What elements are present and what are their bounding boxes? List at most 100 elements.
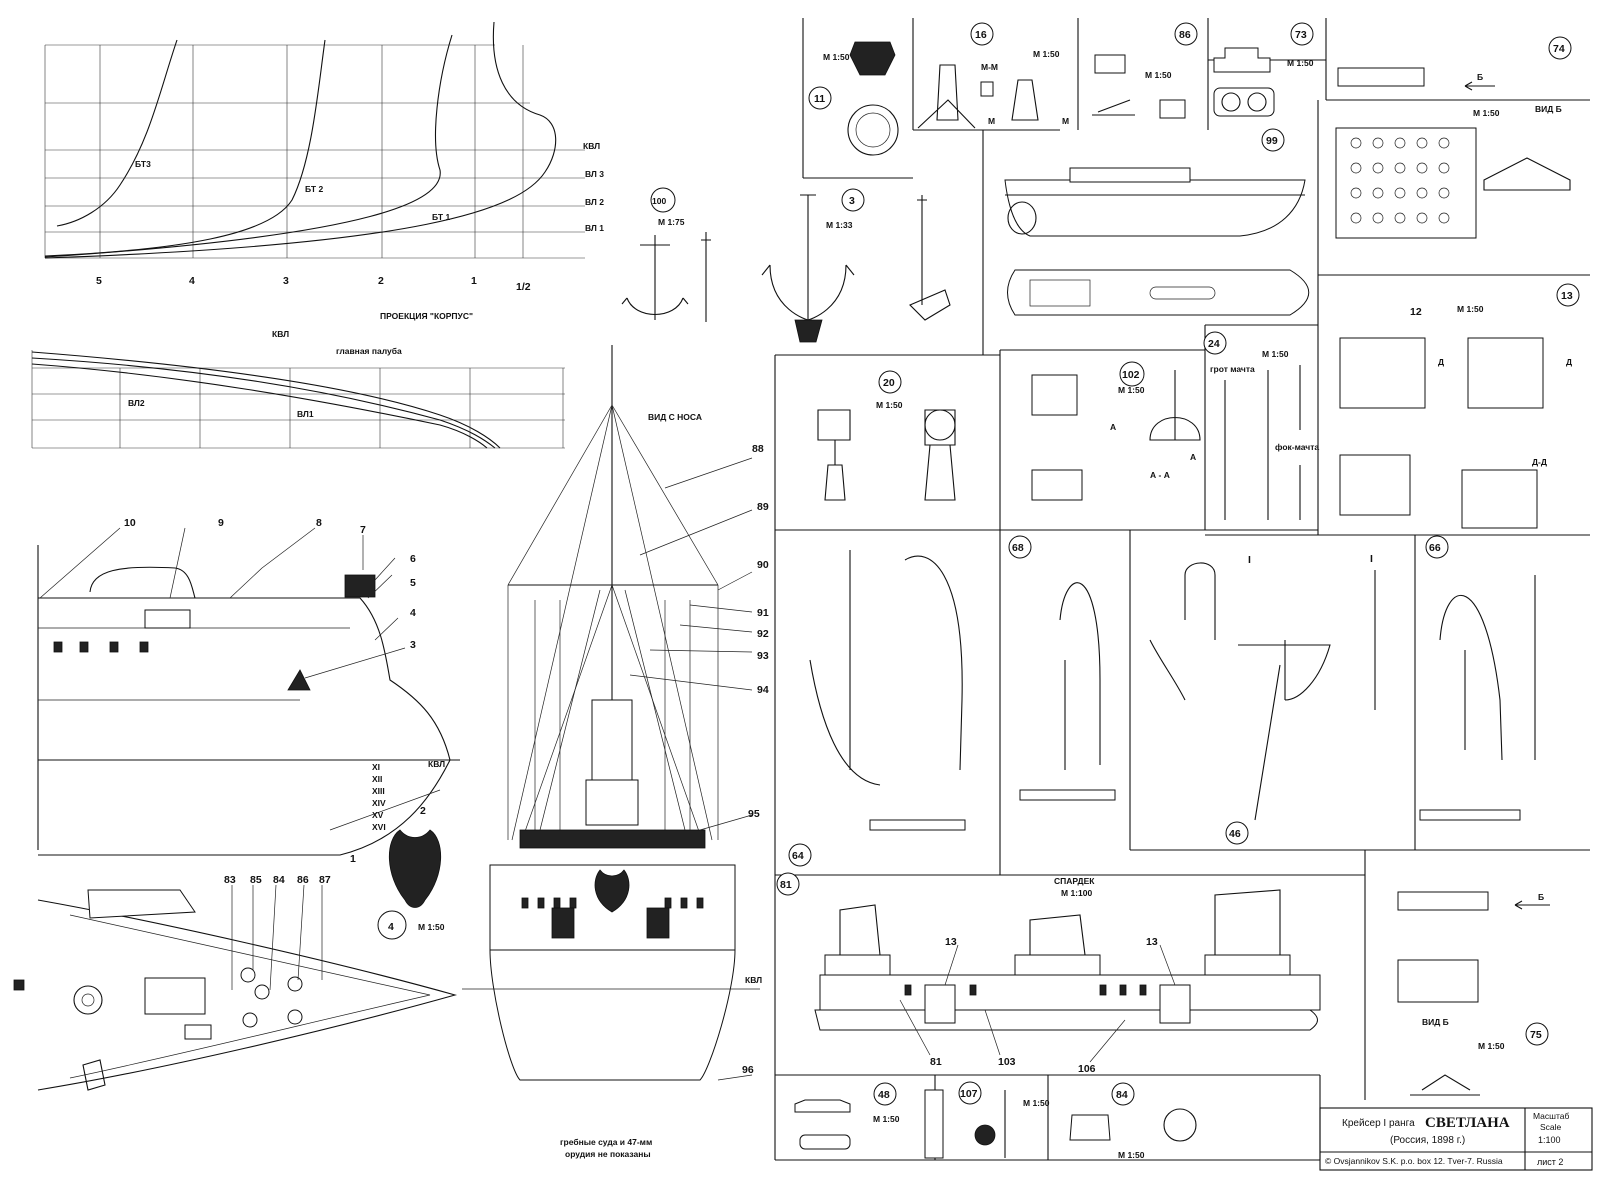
profile-label: главная палуба xyxy=(336,346,402,356)
frame-label: 4 xyxy=(189,275,195,287)
detail-66-davit: 66 xyxy=(1419,535,1536,821)
detail-scale: М 1:50 xyxy=(1023,1098,1050,1108)
detail-48: 48 М 1:50 xyxy=(794,1082,900,1150)
callout-number: 2 xyxy=(420,805,426,817)
waterline-label: ВЛ 1 xyxy=(585,223,604,233)
detail-scale: М 1:50 xyxy=(1118,385,1145,395)
ship-name: СВЕТЛАНА xyxy=(1425,1115,1510,1131)
bow-view: ВИД С НОСА КВЛ гребные суда и 47-мм xyxy=(462,345,769,1159)
profile-label: ВЛ1 xyxy=(297,409,314,419)
detail-scale: М 1:50 xyxy=(1262,349,1289,359)
detail-scale: М 1:50 xyxy=(1287,58,1314,68)
callout-number: 94 xyxy=(757,684,769,696)
detail-scale: М 1:50 xyxy=(418,922,445,932)
callout-number: 13 xyxy=(1146,936,1158,948)
mast-label: фок-мачта xyxy=(1275,442,1319,452)
eagle-emblem-icon xyxy=(388,829,442,908)
draft-mark: XI xyxy=(372,762,380,772)
detail-number: 84 xyxy=(1116,1089,1128,1101)
section-mark: А xyxy=(1110,422,1116,432)
section-label: Д-Д xyxy=(1532,457,1547,467)
detail-number: 16 xyxy=(975,29,987,41)
detail-number: 102 xyxy=(1122,369,1140,381)
detail-scale: М 1:50 xyxy=(1145,70,1172,80)
detail-scale: М 1:33 xyxy=(826,220,853,230)
callout-number: 7 xyxy=(360,524,366,536)
detail-number: 75 xyxy=(1530,1029,1542,1041)
detail-73: 73 М 1:50 xyxy=(1213,22,1314,117)
detail-number: 13 xyxy=(1561,290,1573,302)
section-label: М-М xyxy=(981,62,998,72)
sub-callout: 12 xyxy=(1410,306,1422,318)
ship-origin: (Россия, 1898 г.) xyxy=(1390,1135,1465,1146)
detail-99-boat: 99 xyxy=(1004,128,1310,316)
hull-profile-plan: КВЛ главная палуба ВЛ2 ВЛ1 xyxy=(31,329,565,449)
detail-number: 86 xyxy=(1179,29,1191,41)
callout-number: 9 xyxy=(218,517,224,529)
callout-number: 8 xyxy=(316,517,322,529)
callout-number: 85 xyxy=(250,874,262,886)
frame-label: 1 xyxy=(471,275,477,287)
copyright: © Ovsjannikov S.K. p.o. box 12. Tver-7. … xyxy=(1325,1156,1503,1166)
callout-number: 103 xyxy=(998,1056,1016,1068)
draft-mark: XIV xyxy=(372,798,386,808)
draft-mark: XV xyxy=(372,810,384,820)
callout-number: 3 xyxy=(410,639,416,651)
bow-side-view: КВЛ XI XII XIII XIV XV XVI 10 9 8 7 6 5 … xyxy=(37,517,460,940)
bow-view-note: орудия не показаны xyxy=(565,1149,651,1159)
detail-number: 100 xyxy=(652,196,666,206)
callout-number: 93 xyxy=(757,650,769,662)
detail-number: 4 xyxy=(388,921,394,933)
callout-number: 6 xyxy=(410,553,416,565)
detail-24: 24 М 1:50 грот мачта фок-мачта xyxy=(1203,331,1319,520)
frame-label: 5 xyxy=(96,275,102,287)
callout-number: 81 xyxy=(930,1056,942,1068)
section-label: А - А xyxy=(1150,470,1170,480)
detail-scale: М 1:50 xyxy=(1478,1041,1505,1051)
waterline-label: КВЛ xyxy=(583,141,600,151)
callout-number: 4 xyxy=(410,607,416,619)
detail-107: 107 М 1:50 xyxy=(924,1081,1050,1159)
waterline-label: ВЛ 2 xyxy=(585,197,604,207)
section-label: БТ 1 xyxy=(432,212,450,222)
kvl-label: КВЛ xyxy=(745,975,762,985)
view-arrow-label: Б xyxy=(1538,892,1544,902)
detail-number: 107 xyxy=(960,1088,978,1100)
detail-64-davit: 64 xyxy=(788,550,966,867)
detail-panel-borders xyxy=(774,18,1590,1161)
callout-number: 1 xyxy=(350,853,356,865)
detail-number: 20 xyxy=(883,377,895,389)
section-label: БТ3 xyxy=(135,159,151,169)
detail-46-davit: 46 I I xyxy=(1149,553,1376,845)
detail-100-anchor: 100 М 1:75 xyxy=(621,187,711,322)
callout-number: 91 xyxy=(757,607,769,619)
callout-number: 92 xyxy=(757,628,769,640)
drawing-title: СПАРДЕК xyxy=(1054,876,1095,886)
detail-number: 66 xyxy=(1429,542,1441,554)
detail-number: 46 xyxy=(1229,828,1241,840)
detail-84: 84 М 1:50 xyxy=(1069,1082,1197,1160)
detail-number: 24 xyxy=(1208,338,1220,350)
section-mark: М xyxy=(1062,116,1069,126)
detail-11: М 1:50 11 xyxy=(808,41,899,156)
detail-102: 102 М 1:50 А А А - А xyxy=(1031,361,1201,501)
waterline-label: ВЛ 3 xyxy=(585,169,604,179)
detail-number: 68 xyxy=(1012,542,1024,554)
callout-number: 106 xyxy=(1078,1063,1096,1075)
callout-number: 13 xyxy=(945,936,957,948)
detail-scale: М 1:50 xyxy=(1473,108,1500,118)
frame-label: 3 xyxy=(283,275,289,287)
kvl-label: КВЛ xyxy=(428,759,445,769)
detail-86: 86 М 1:50 xyxy=(1092,22,1198,119)
detail-scale: М 1:100 xyxy=(1061,888,1092,898)
frame-label: 2 xyxy=(378,275,384,287)
detail-scale: М 1:50 xyxy=(1457,304,1484,314)
detail-scale: М 1:50 xyxy=(823,52,850,62)
draft-mark: XII xyxy=(372,774,382,784)
detail-75: 75 Б ВИД Б М 1:50 xyxy=(1397,891,1550,1096)
detail-number: 64 xyxy=(792,850,804,862)
view-label: ВИД Б xyxy=(1422,1017,1449,1027)
section-mark: Д xyxy=(1438,357,1444,367)
scale-label-en: Scale xyxy=(1540,1122,1562,1132)
